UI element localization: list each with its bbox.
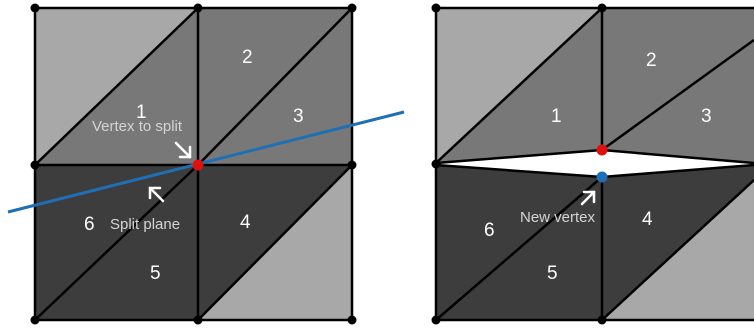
vertex xyxy=(597,315,607,325)
left-face-label-2: 2 xyxy=(242,47,253,68)
vertex xyxy=(597,3,607,13)
left-face-label-3: 3 xyxy=(293,106,304,127)
vertex xyxy=(347,3,357,13)
vertex xyxy=(347,315,357,325)
left-vertices xyxy=(30,3,357,325)
split-vertex-dot xyxy=(596,144,608,156)
right-panel: 1 2 3 4 5 6 New vertex xyxy=(431,3,754,325)
vertex-to-split-arrow xyxy=(174,141,192,159)
vertex-to-split-dot xyxy=(192,159,204,171)
split-plane-arrow xyxy=(148,186,165,203)
right-face-label-2: 2 xyxy=(646,50,657,71)
left-face-label-5: 5 xyxy=(150,263,161,284)
left-panel: 1 2 3 4 5 6 Vertex to split Split plane xyxy=(7,3,405,325)
vertex xyxy=(30,3,40,13)
left-face-label-6: 6 xyxy=(84,214,95,235)
vertex xyxy=(193,3,203,13)
right-face-label-6: 6 xyxy=(484,220,495,241)
left-face-label-1: 1 xyxy=(136,102,147,123)
split-plane-line xyxy=(7,110,405,214)
new-vertex-dot xyxy=(596,171,608,183)
vertex xyxy=(431,315,441,325)
right-face-label-3: 3 xyxy=(701,106,712,127)
left-face-label-4: 4 xyxy=(240,212,251,233)
vertex xyxy=(193,315,203,325)
new-vertex-label: New vertex xyxy=(520,209,596,226)
vertex xyxy=(30,160,40,170)
right-face-label-5: 5 xyxy=(547,263,558,284)
vertex xyxy=(431,3,441,13)
right-face-3 xyxy=(602,40,754,163)
right-face-6 xyxy=(436,165,602,320)
new-vertex-arrow xyxy=(580,190,596,206)
vertex xyxy=(431,159,441,169)
vertex xyxy=(30,315,40,325)
split-plane-label: Split plane xyxy=(110,216,180,233)
right-face-label-1: 1 xyxy=(551,106,562,127)
right-vertices xyxy=(431,3,607,325)
right-face-2 xyxy=(602,8,754,150)
vertex xyxy=(347,160,357,170)
right-face-4 xyxy=(602,165,754,320)
vertex-to-split-label: Vertex to split xyxy=(92,118,183,135)
right-face-label-4: 4 xyxy=(642,209,653,230)
